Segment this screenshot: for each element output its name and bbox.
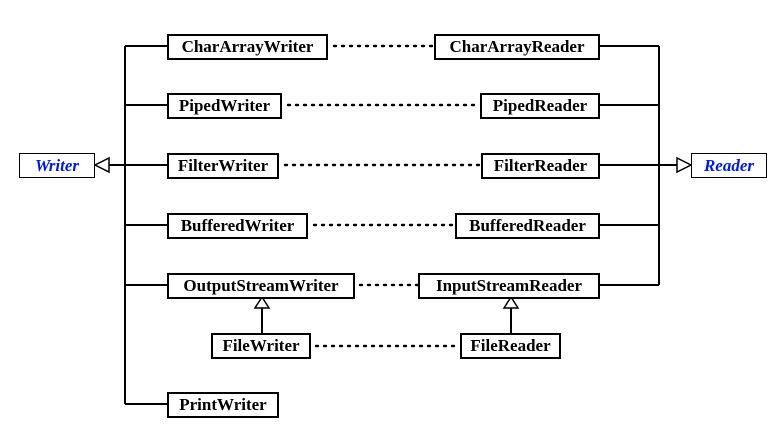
filterreader-label: FilterReader: [493, 156, 588, 175]
filewriter-label: FileWriter: [222, 336, 300, 355]
bufferedwriter-box: BufferedWriter: [167, 213, 308, 239]
writer-root-box: Writer: [19, 153, 95, 178]
bufferedreader-label: BufferedReader: [469, 216, 586, 235]
chararraywriter-label: CharArrayWriter: [181, 37, 314, 56]
outputstreamwriter-label: OutputStreamWriter: [183, 276, 339, 295]
chararraywriter-box: CharArrayWriter: [167, 34, 328, 60]
inputstreamreader-box: InputStreamReader: [418, 273, 600, 299]
pipedwriter-box: PipedWriter: [167, 93, 282, 119]
filereader-box: FileReader: [460, 333, 561, 359]
filterwriter-box: FilterWriter: [167, 153, 279, 179]
writer-inheritance-arrow: [93, 156, 110, 174]
chararrayreader-box: CharArrayReader: [434, 34, 600, 60]
outputstreamwriter-box: OutputStreamWriter: [167, 273, 355, 299]
printwriter-box: PrintWriter: [167, 392, 279, 418]
chararrayreader-label: CharArrayReader: [449, 37, 585, 56]
pipedreader-box: PipedReader: [480, 93, 600, 119]
pipedwriter-label: PipedWriter: [178, 96, 271, 115]
filewriter-inheritance-arrow: [253, 295, 271, 309]
bufferedreader-box: BufferedReader: [455, 213, 600, 239]
reader-root-label: Reader: [703, 155, 755, 175]
reader-root-box: Reader: [691, 153, 767, 178]
filterwriter-label: FilterWriter: [177, 156, 269, 175]
pipedreader-label: PipedReader: [492, 96, 588, 115]
writer-root-label: Writer: [34, 155, 80, 175]
filewriter-box: FileWriter: [211, 333, 311, 359]
inputstreamreader-label: InputStreamReader: [435, 276, 583, 295]
printwriter-label: PrintWriter: [179, 395, 267, 414]
reader-inheritance-arrow: [676, 156, 693, 174]
filereader-inheritance-arrow: [502, 295, 520, 309]
filterreader-box: FilterReader: [481, 153, 600, 179]
filereader-label: FileReader: [470, 336, 551, 355]
bufferedwriter-label: BufferedWriter: [180, 216, 295, 235]
